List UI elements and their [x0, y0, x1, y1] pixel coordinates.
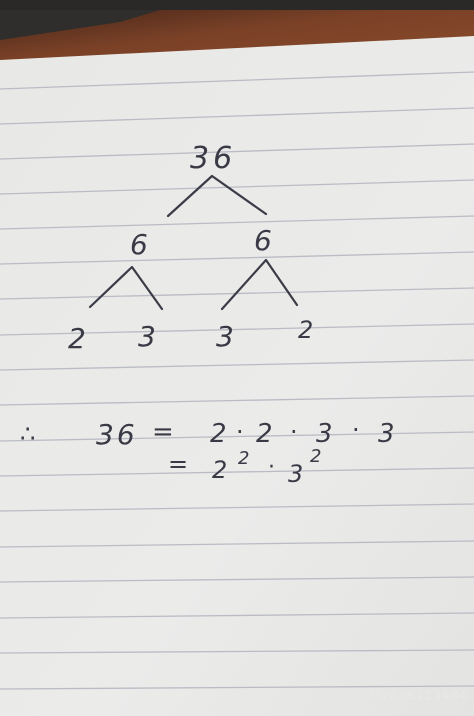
line2-equals: = — [168, 450, 188, 478]
line1-dot-1: · — [236, 418, 244, 446]
line1-lhs: 36 — [96, 418, 138, 451]
tree-leaf-1: 2 — [68, 322, 86, 355]
therefore-symbol: ∴ — [20, 420, 35, 448]
line2-base-1: 2 — [212, 456, 227, 484]
line1-factor-2: 2 — [256, 419, 273, 449]
tree-root: 36 — [190, 141, 236, 176]
line2-dot: · — [268, 455, 275, 480]
line2-exponent-2: 2 — [310, 446, 321, 467]
line1-equals: = — [152, 417, 174, 447]
working-line-2: = 2 2 · 3 2 — [168, 446, 321, 488]
photo-timestamp: 2020.08.12 14:04 — [368, 689, 466, 702]
factor-tree: 36 6 6 2 3 3 2 — [68, 141, 313, 355]
line2-exponent-1: 2 — [238, 448, 249, 469]
factor-tree-branches — [88, 174, 299, 311]
tree-leaf-3: 3 — [216, 320, 234, 353]
line1-factor-3: 3 — [316, 419, 333, 449]
tree-leaf-4: 2 — [298, 316, 313, 344]
line1-dot-3: · — [352, 416, 360, 444]
tree-leaf-2: 3 — [138, 320, 156, 353]
line1-factor-1: 2 — [210, 419, 227, 449]
line1-factor-4: 3 — [378, 419, 395, 449]
line2-base-2: 3 — [288, 460, 303, 488]
working-line-1: ∴ 36 = 2 · 2 · 3 · 3 — [20, 416, 395, 451]
line1-dot-2: · — [290, 418, 298, 446]
tree-node-right: 6 — [254, 224, 272, 257]
tree-node-left: 6 — [130, 228, 148, 261]
